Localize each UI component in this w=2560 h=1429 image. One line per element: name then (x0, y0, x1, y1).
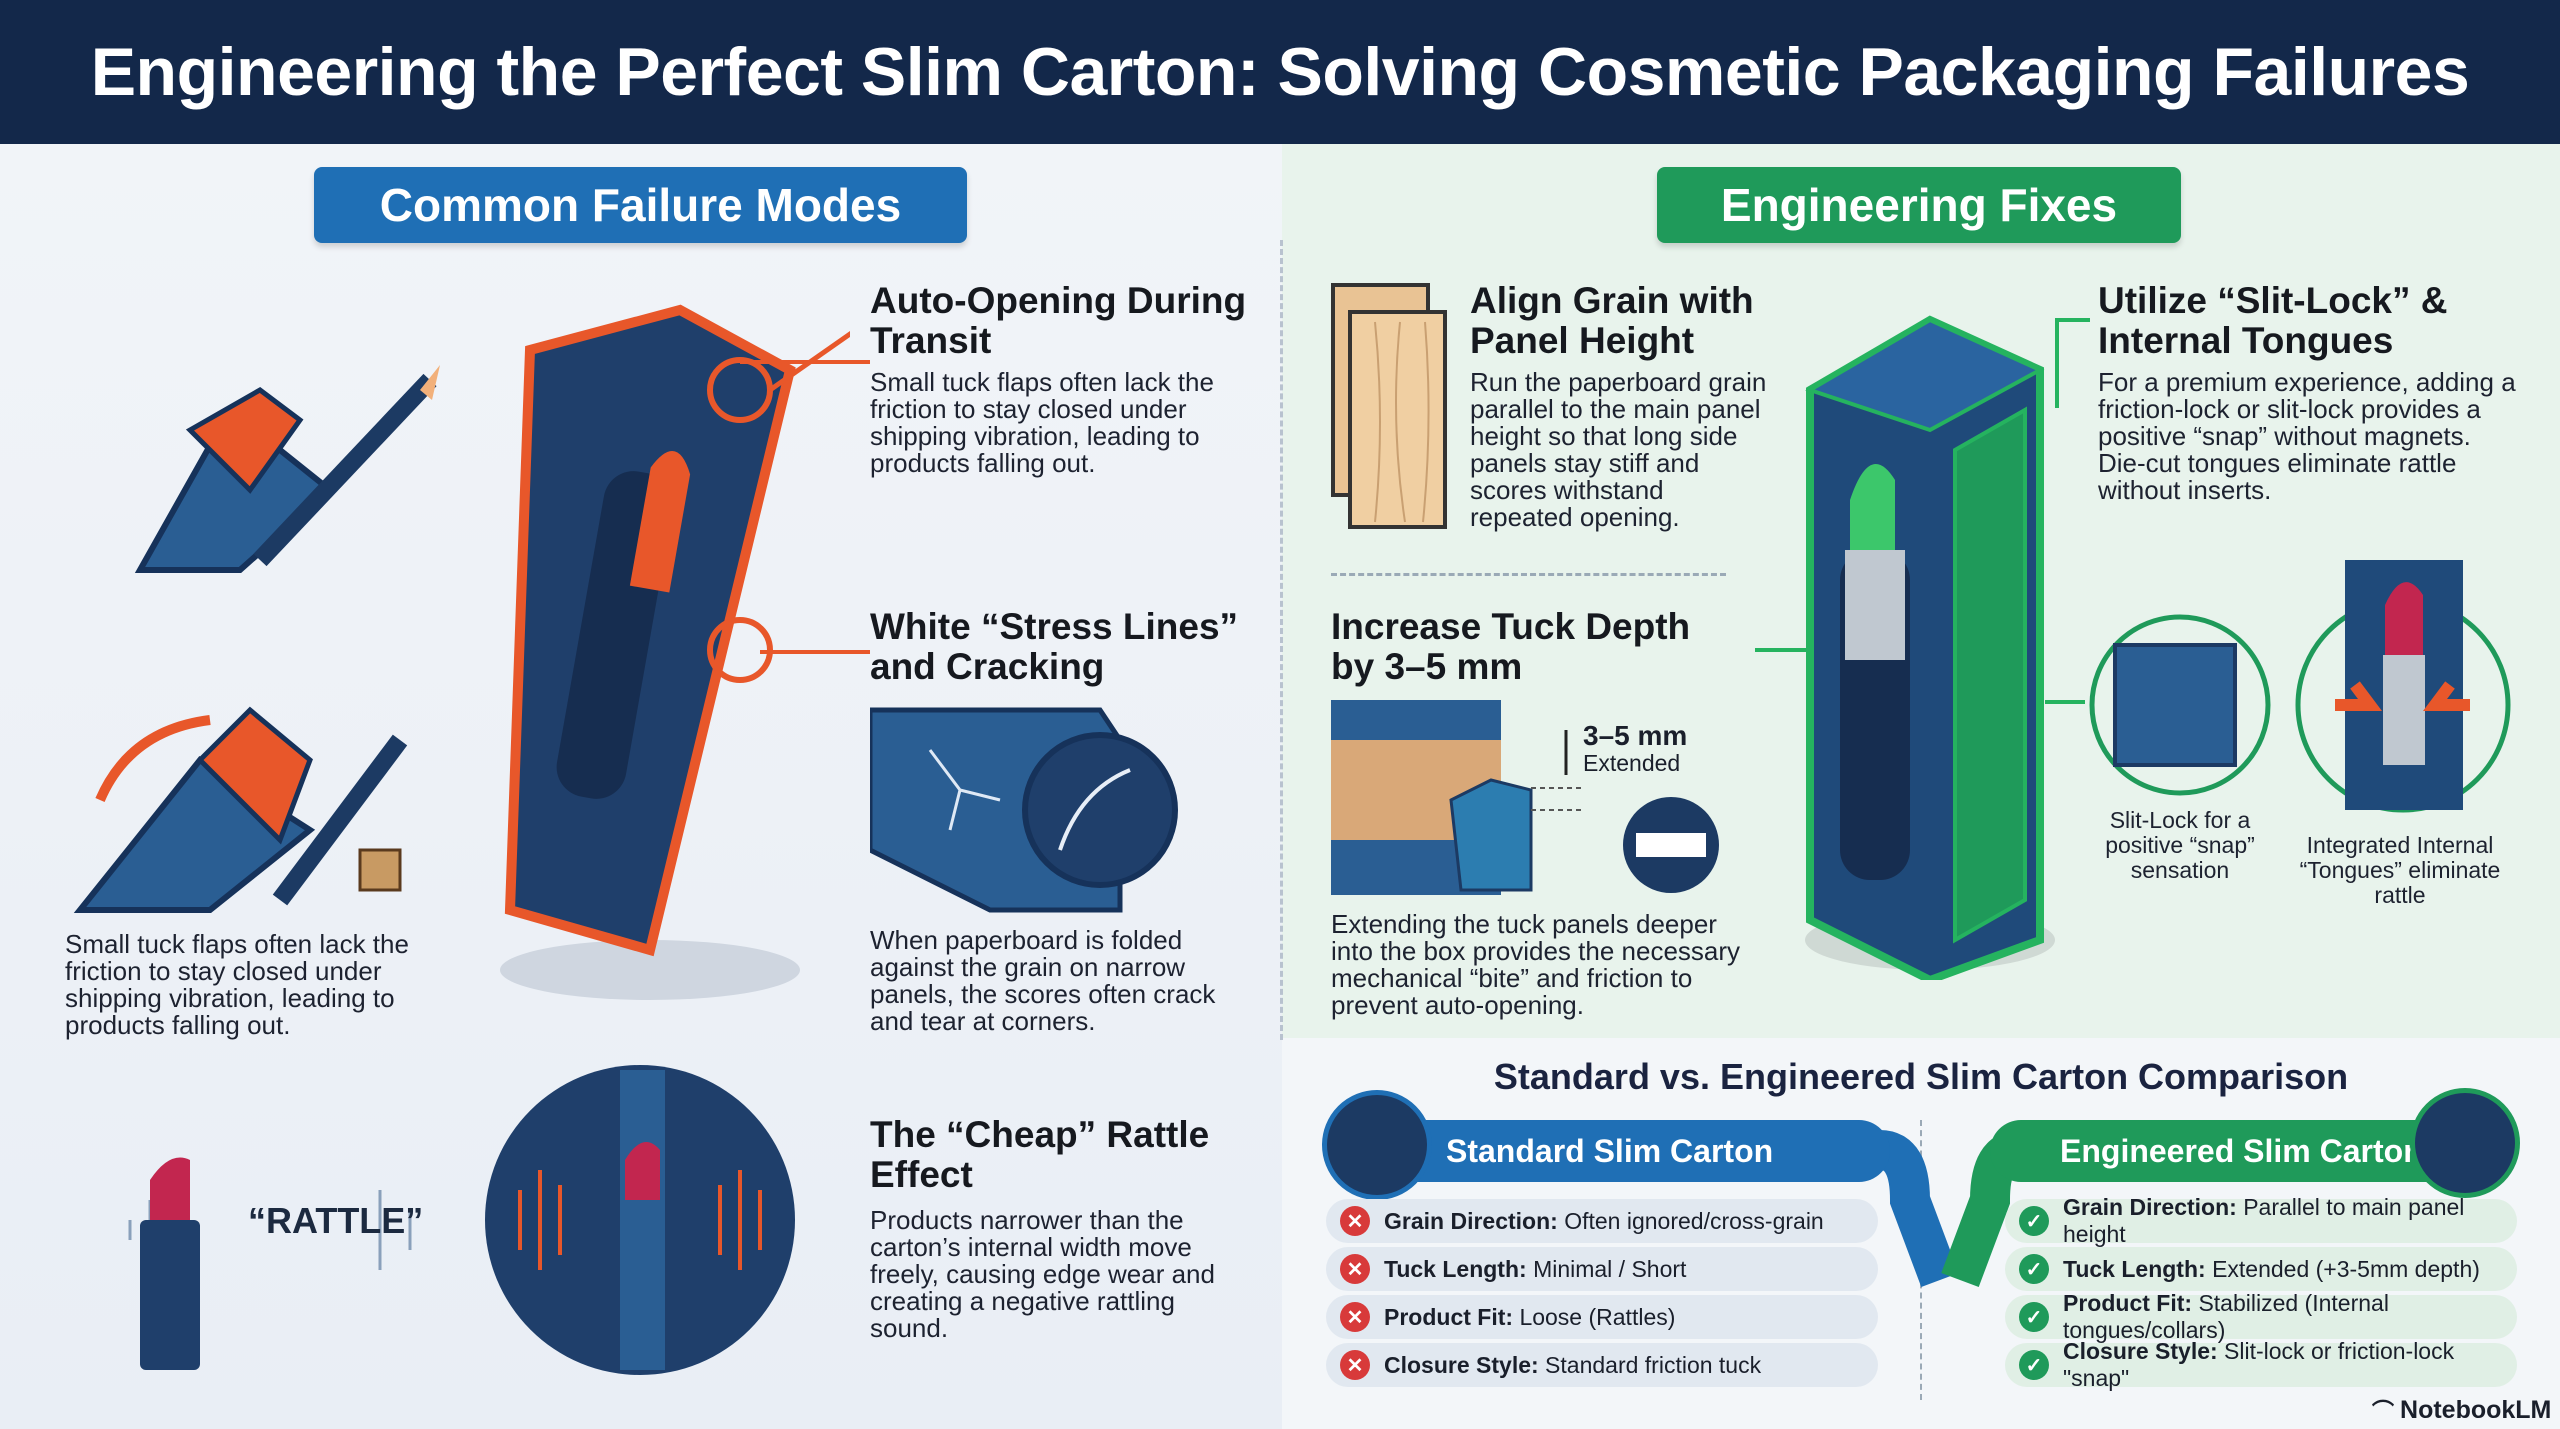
open-carton-illustration-top (134, 365, 440, 573)
grain-body: Run the paperboard grain parallel to the… (1470, 367, 1767, 533)
engineered-carton-band: Engineered Slim Carton (1990, 1120, 2470, 1182)
rattle-sound-label: “RATTLE” (248, 1200, 424, 1241)
standard-row: ✕ Product Fit: Loose (Rattles) (1326, 1295, 1878, 1339)
notebooklm-logo-icon: ⌒ (2372, 1399, 2395, 1424)
row-key: Tuck Length: (1384, 1255, 1527, 1282)
section-divider (1331, 573, 1726, 576)
page-title: Engineering the Perfect Slim Carton: Sol… (90, 34, 2470, 110)
engineered-row: ✓ Tuck Length: Extended (+3-5mm depth) (2005, 1247, 2517, 1291)
stress-lines-body: When paperboard is folded against the gr… (870, 925, 1216, 1037)
tuck-depth-illustration (1331, 700, 1719, 895)
header-bar: Engineering the Perfect Slim Carton: Sol… (0, 0, 2560, 144)
row-value: Minimal / Short (1533, 1255, 1687, 1282)
slit-lock-body: For a premium experience, adding a frict… (2098, 367, 2516, 506)
callout-line (760, 650, 870, 654)
stress-lines-heading: White “Stress Lines” and Cracking (870, 606, 1239, 687)
standard-row: ✕ Grain Direction: Often ignored/cross-gr… (1326, 1199, 1878, 1243)
auto-opening-heading: Auto-Opening During Transit (870, 280, 1247, 361)
row-key: Product Fit: (1384, 1303, 1514, 1330)
row-key: Tuck Length: (2063, 1255, 2206, 1282)
lock-detail-illustrations (2089, 560, 2511, 813)
tuck-dimension-label: 3–5 mm (1583, 720, 1688, 751)
row-key: Closure Style: (1384, 1351, 1539, 1378)
row-key: Closure Style: (2063, 1338, 2218, 1364)
standard-carton-icon (1322, 1090, 1432, 1200)
engineered-row: ✓ Grain Direction: Parallel to main panel… (2005, 1194, 2517, 1247)
row-value: Parallel to main panel height (2063, 1194, 2465, 1247)
callout-line (1755, 648, 1810, 652)
x-icon: ✕ (1340, 1206, 1370, 1236)
row-value: Extended (+3-5mm depth) (2212, 1255, 2480, 1282)
slit-lock-heading: Utilize “Slit-Lock” & Internal Tongues (2098, 280, 2448, 361)
engineered-rows: ✓ Grain Direction: Parallel to main panel… (2005, 1194, 2517, 1391)
notebooklm-brand: ⌒NotebookLM (2372, 1394, 2551, 1426)
x-icon: ✕ (1340, 1350, 1370, 1380)
x-icon: ✕ (1340, 1302, 1370, 1332)
check-icon: ✓ (2019, 1254, 2049, 1284)
x-icon: ✕ (1340, 1254, 1370, 1284)
comparison-title: Standard vs. Engineered Slim Carton Comp… (1493, 1056, 2349, 1097)
rattle-illustration (128, 1065, 795, 1375)
engineered-row: ✓ Product Fit: Stabilized (Internal tongu… (2005, 1290, 2517, 1343)
callout-line (2045, 700, 2085, 704)
tuck-dimension-sub: Extended (1583, 750, 1681, 776)
row-key: Grain Direction: (1384, 1207, 1558, 1234)
row-key: Product Fit: (2063, 1290, 2193, 1316)
row-value: Loose (Rattles) (1519, 1303, 1676, 1330)
cracked-corner-illustration (870, 707, 1178, 913)
check-icon: ✓ (2019, 1350, 2049, 1380)
callout-line (2055, 318, 2090, 408)
engineering-fixes-label: Engineering Fixes (1657, 167, 2181, 243)
tuck-body: Extending the tuck panels deeper into th… (1331, 909, 1741, 1021)
failure-modes-label: Common Failure Modes (314, 167, 967, 243)
rattle-body: Products narrower than the carton’s inte… (870, 1205, 1215, 1344)
grain-board-illustration (1331, 283, 1447, 529)
row-key: Grain Direction: (2063, 1194, 2237, 1220)
slit-lock-caption: Slit-Lock for a positive “snap” sensatio… (2105, 807, 2255, 883)
grain-heading: Align Grain with Panel Height (1470, 280, 1754, 361)
package-icon (358, 848, 402, 892)
row-value: Slit-lock or friction-lock "snap" (2063, 1338, 2455, 1391)
engineered-row: ✓ Closure Style: Slit-lock or friction-lo… (2005, 1338, 2517, 1391)
failing-carton-illustration (500, 304, 850, 1000)
row-value: Stabilized (Internal tongues/collars) (2063, 1290, 2389, 1343)
divider (1280, 240, 1283, 1040)
rattle-heading: The “Cheap” Rattle Effect (870, 1114, 1210, 1195)
check-icon: ✓ (2019, 1206, 2049, 1236)
engineered-carton-illustration (1805, 315, 2055, 980)
row-value: Often ignored/cross-grain (1564, 1207, 1824, 1234)
standard-rows: ✕ Grain Direction: Often ignored/cross-gr… (1326, 1199, 1878, 1387)
left-caption: Small tuck flaps often lack the friction… (65, 929, 409, 1041)
callout-line (740, 360, 870, 364)
standard-row: ✕ Closure Style: Standard friction tuck (1326, 1343, 1878, 1387)
open-carton-illustration-bottom (73, 706, 408, 913)
check-icon: ✓ (2019, 1302, 2049, 1332)
engineered-carton-icon (2410, 1088, 2520, 1198)
brand-name: NotebookLM (2400, 1395, 2552, 1424)
tuck-heading: Increase Tuck Depth by 3–5 mm (1331, 606, 1691, 687)
standard-row: ✕ Tuck Length: Minimal / Short (1326, 1247, 1878, 1291)
auto-opening-body: Small tuck flaps often lack the friction… (870, 367, 1214, 479)
tongue-caption: Integrated Internal “Tongues” eliminate … (2299, 832, 2501, 908)
row-value: Standard friction tuck (1545, 1351, 1762, 1378)
